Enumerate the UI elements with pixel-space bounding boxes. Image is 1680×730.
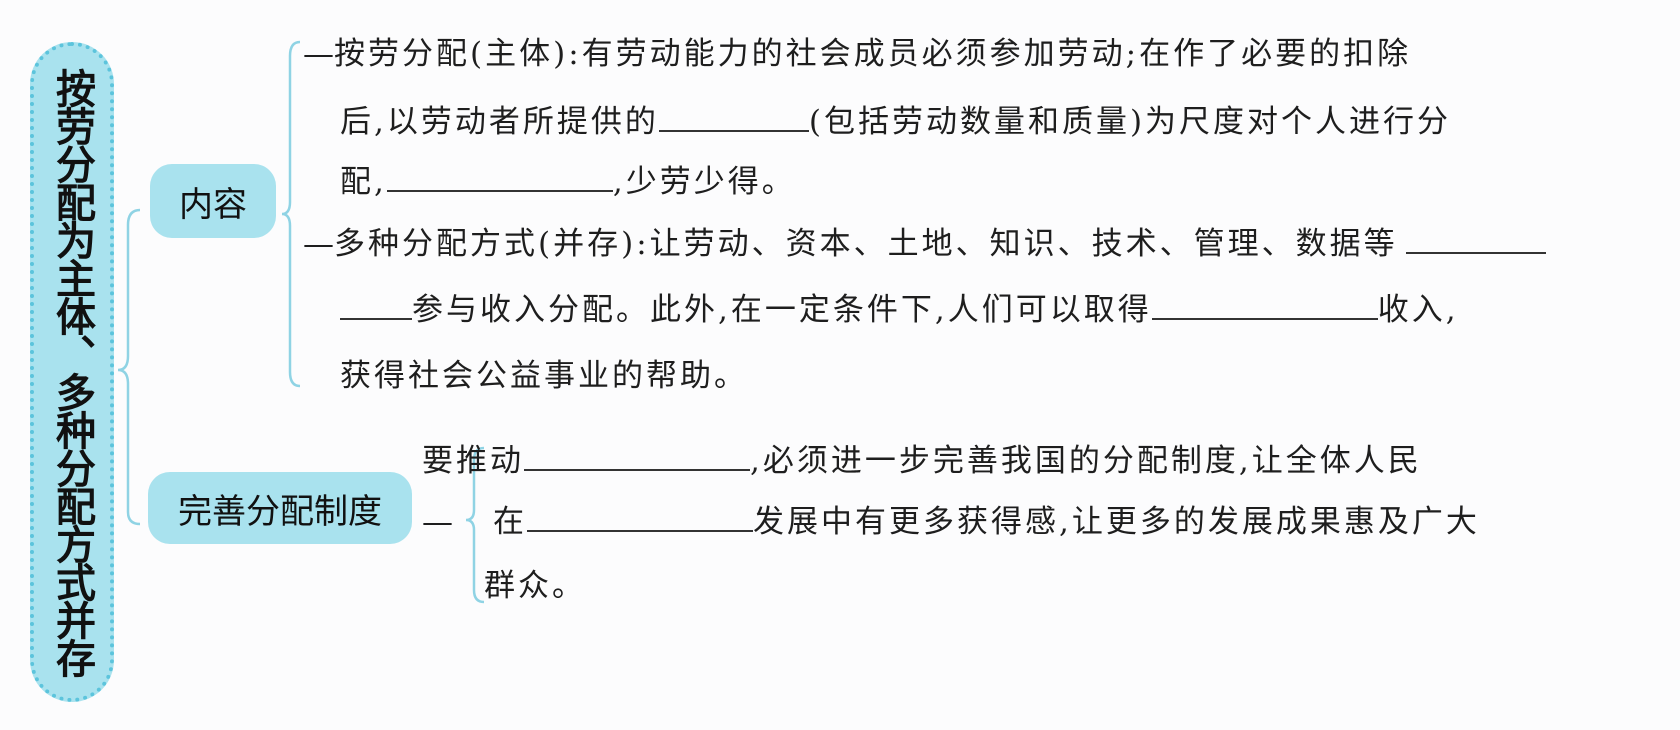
item1-line2-start: 后,以劳动者所提供的 [340,104,659,140]
blank-4[interactable] [1151,282,1378,320]
node-perfect-distribution: 完善分配制度 [148,472,412,544]
dash-connector: — [303,36,334,72]
item3-line2: — 在 发展中有更多获得感,让更多的发展成果惠及广大 [422,488,1480,556]
item3-line1-end: ,必须进一步完善我国的分配制度,让全体人民 [750,443,1422,479]
blank-6[interactable] [527,494,753,532]
dash-connector: — [422,504,453,540]
blank-3a[interactable] [1405,216,1546,254]
item1-line3-start: 配, [340,164,387,200]
perfect-brace [465,446,485,604]
node-content: 内容 [150,164,276,238]
item1-line3-end: ,少劳少得。 [612,164,796,200]
item2-line1-text: 多种分配方式(并存):让劳动、资本、土地、知识、技术、管理、数据等 [334,226,1398,262]
title-pill: 按劳分配为主体、多种分配方式并存 [30,42,114,702]
item2-line3-text: 获得社会公益事业的帮助。 [340,358,748,394]
dash-connector: — [303,226,334,262]
blank-1[interactable] [658,94,809,132]
blank-5[interactable] [524,433,750,471]
item1-line2: 后,以劳动者所提供的 (包括劳动数量和质量)为尺度对个人进行分 [340,88,1451,156]
item2-line2-start: 参与收入分配。此外,在一定条件下,人们可以取得 [412,292,1152,328]
item3-line3: 群众。 [484,552,586,620]
item2-line2-end: 收入, [1377,292,1459,328]
item3-line2-start: 在 [493,504,527,540]
item2-line1: —多种分配方式(并存):让劳动、资本、土地、知识、技术、管理、数据等 [303,210,1546,278]
item3-line3-text: 群众。 [484,568,586,604]
item3-line2-end: 发展中有更多获得感,让更多的发展成果惠及广大 [753,504,1480,540]
blank-3b[interactable] [340,282,412,320]
item1-line3: 配, ,少劳少得。 [340,148,796,216]
item1-line1-text: 按劳分配(主体):有劳动能力的社会成员必须参加劳动;在作了必要的扣除 [334,36,1412,72]
main-brace [117,208,141,526]
title-text: 按劳分配为主体、多种分配方式并存 [49,68,95,676]
item1-line2-end: (包括劳动数量和质量)为尺度对个人进行分 [808,104,1452,140]
item3-line1: 要推动 ,必须进一步完善我国的分配制度,让全体人民 [422,427,1422,495]
item2-line3: 获得社会公益事业的帮助。 [340,342,748,410]
item3-line1-start: 要推动 [422,443,524,479]
item2-line2: 参与收入分配。此外,在一定条件下,人们可以取得 收入, [340,276,1459,344]
item1-line1: —按劳分配(主体):有劳动能力的社会成员必须参加劳动;在作了必要的扣除 [303,20,1411,88]
content-brace [281,40,301,388]
blank-2[interactable] [386,154,613,192]
